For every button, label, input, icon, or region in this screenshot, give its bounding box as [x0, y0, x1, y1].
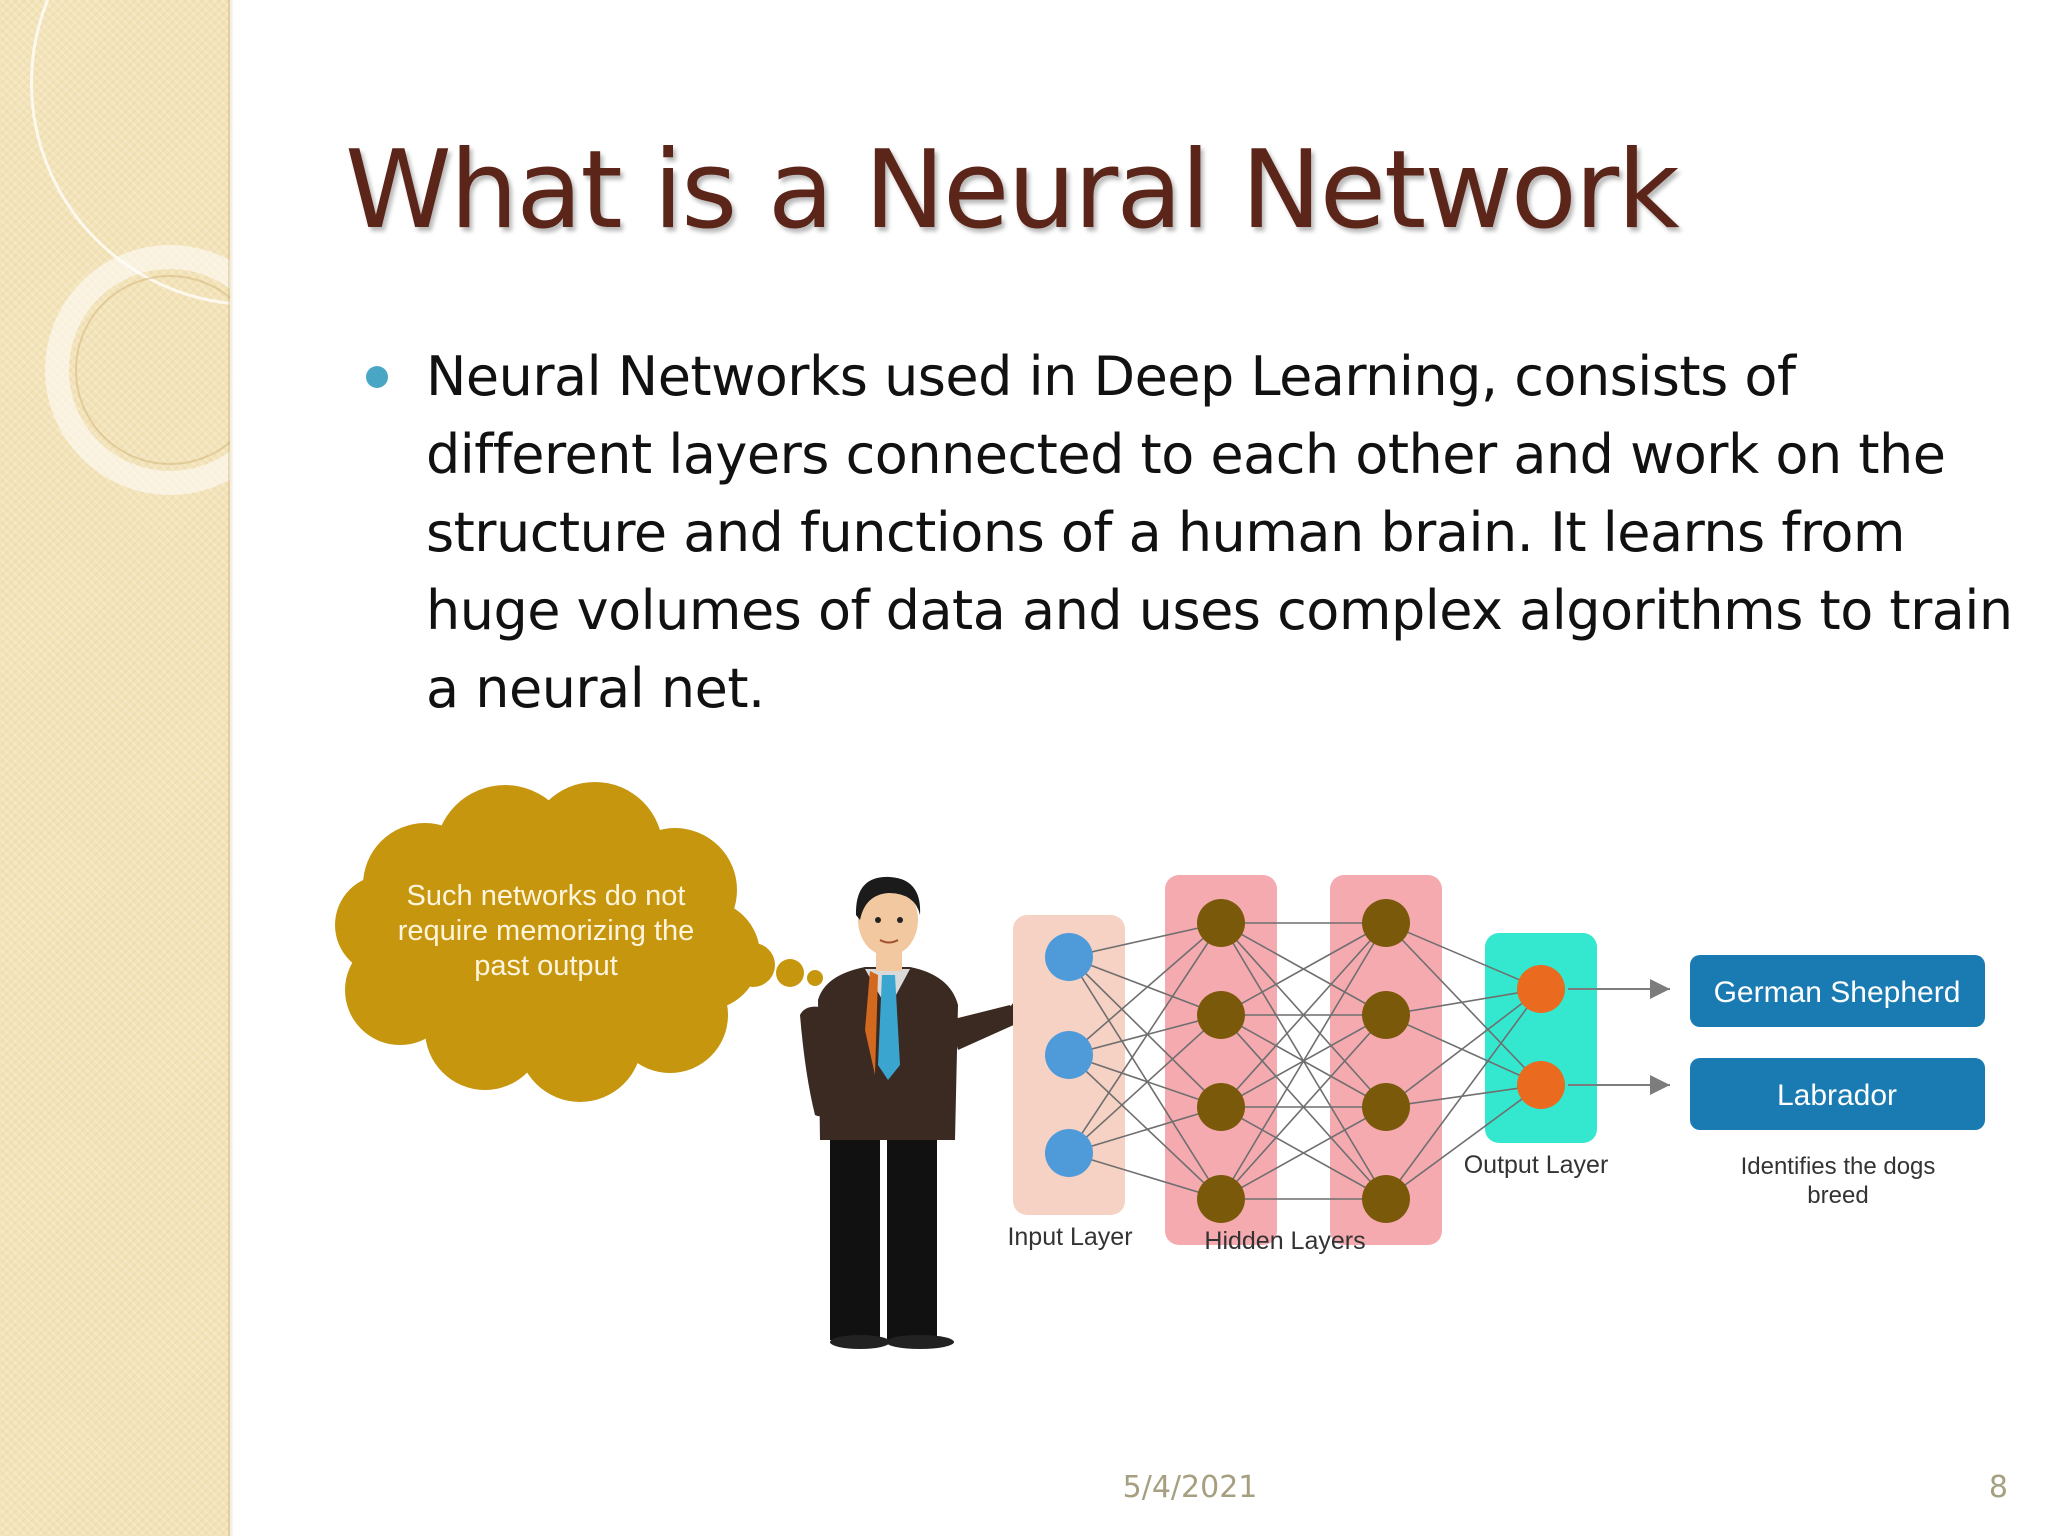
- thought-line-2: require memorizing the: [398, 915, 695, 947]
- hidden-node: [1197, 1083, 1245, 1131]
- hidden-node: [1197, 991, 1245, 1039]
- hidden-node: [1197, 899, 1245, 947]
- connection-line: [1068, 922, 1222, 958]
- connection-line: [1385, 1084, 1542, 1200]
- network-nodes: [1045, 899, 1565, 1223]
- side-band-edge: [228, 0, 234, 1536]
- connection-line: [1068, 1014, 1222, 1154]
- connection-line: [1068, 956, 1222, 1200]
- hidden-node: [1362, 991, 1410, 1039]
- input-node: [1045, 1031, 1093, 1079]
- neural-network-svg: Such networks do not require memorizing …: [335, 782, 1985, 1349]
- connection-line: [1068, 1014, 1222, 1056]
- connection-line: [1220, 1106, 1387, 1200]
- result-box-labrador: [1690, 1058, 1985, 1130]
- input-node: [1045, 933, 1093, 981]
- connection-line: [1385, 988, 1542, 1200]
- presenter-figure: [800, 876, 1052, 1349]
- result-label-german-shepherd: German Shepherd: [1714, 976, 1961, 1009]
- connection-line: [1385, 988, 1542, 1016]
- hidden-node: [1362, 1175, 1410, 1223]
- caption-line-1: Identifies the dogs: [1741, 1153, 1936, 1180]
- hidden-node: [1362, 1083, 1410, 1131]
- output-node: [1517, 965, 1565, 1013]
- thought-line-3: past output: [474, 950, 618, 982]
- connection-line: [1385, 1084, 1542, 1108]
- connection-line: [1220, 922, 1387, 1108]
- thought-cloud: [335, 782, 823, 1102]
- connection-line: [1068, 1106, 1222, 1154]
- input-layer-label: Input Layer: [1007, 1223, 1132, 1251]
- connection-line: [1068, 1152, 1222, 1200]
- connection-lines: [1068, 922, 1542, 1200]
- result-box-german-shepherd: [1690, 955, 1985, 1027]
- connection-line: [1068, 922, 1222, 1154]
- hidden-layers-label: Hidden Layers: [1204, 1227, 1365, 1255]
- hidden-node: [1197, 1175, 1245, 1223]
- hidden-node: [1362, 899, 1410, 947]
- bullet-icon: [366, 366, 388, 388]
- connection-line: [1068, 956, 1222, 1108]
- output-layer-panel: [1485, 933, 1597, 1143]
- neural-network-illustration: Such networks do not require memorizing …: [330, 775, 2030, 1355]
- connection-line: [1068, 956, 1222, 1016]
- connection-line: [1068, 1054, 1222, 1108]
- connection-line: [1220, 1014, 1387, 1200]
- connection-line: [1385, 1014, 1542, 1086]
- connection-line: [1385, 988, 1542, 1108]
- connection-line: [1220, 922, 1387, 1200]
- connection-line: [1068, 1054, 1222, 1200]
- connection-line: [1385, 922, 1542, 990]
- connection-line: [1068, 922, 1222, 1056]
- connection-line: [1220, 922, 1387, 1016]
- thought-line-1: Such networks do not: [407, 880, 686, 912]
- slide-title: What is a Neural Network: [345, 128, 1680, 253]
- bullet-text: Neural Networks used in Deep Learning, c…: [426, 345, 2013, 720]
- input-node: [1045, 1129, 1093, 1177]
- output-node: [1517, 1061, 1565, 1109]
- slide-date: 5/4/2021: [1122, 1470, 1258, 1505]
- slide-page-number: 8: [1988, 1470, 2008, 1505]
- result-label-labrador: Labrador: [1777, 1079, 1897, 1112]
- connection-line: [1385, 922, 1542, 1086]
- output-layer-label: Output Layer: [1464, 1151, 1609, 1179]
- caption-line-2: breed: [1807, 1182, 1868, 1209]
- decorative-side-band: [0, 0, 230, 1536]
